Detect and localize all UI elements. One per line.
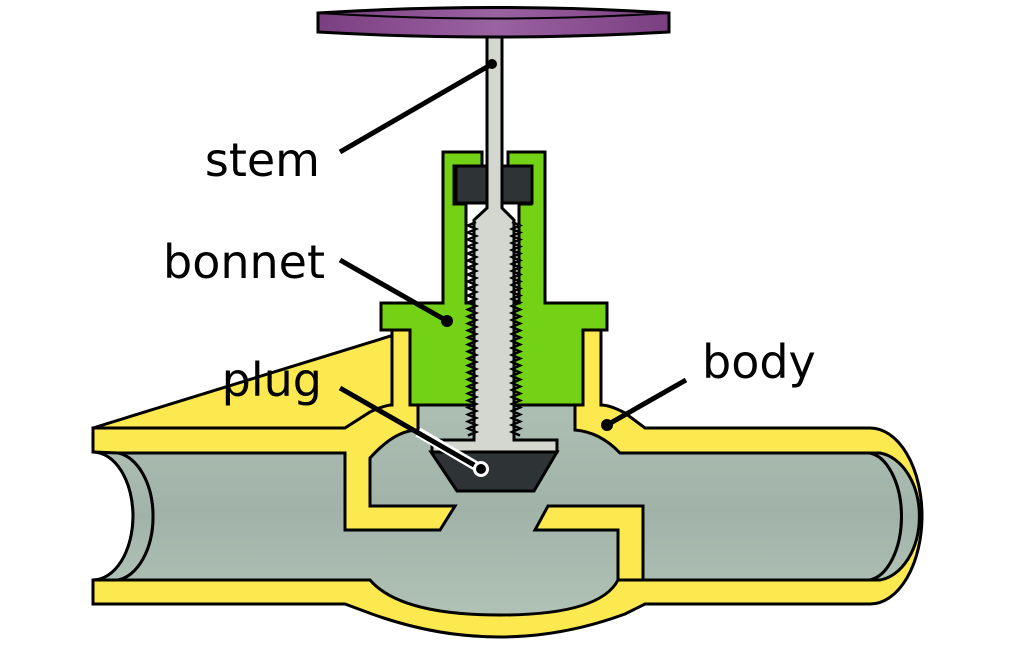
body-leader — [605, 377, 688, 428]
label-plug: plug — [222, 353, 322, 407]
bonnet-leader-dot — [441, 315, 453, 327]
bonnet-leader — [338, 257, 449, 324]
body-leader-dot — [601, 419, 613, 431]
plug-leader — [338, 385, 483, 472]
label-stem: stem — [205, 133, 320, 187]
label-bonnet: bonnet — [163, 235, 325, 289]
label-body: body — [702, 335, 816, 389]
valve-bonnet — [379, 150, 609, 407]
stem-leader — [338, 61, 494, 155]
handwheel — [316, 6, 671, 39]
stem-leader-dot — [487, 59, 497, 69]
plug-leader-dot-inner — [476, 464, 486, 474]
